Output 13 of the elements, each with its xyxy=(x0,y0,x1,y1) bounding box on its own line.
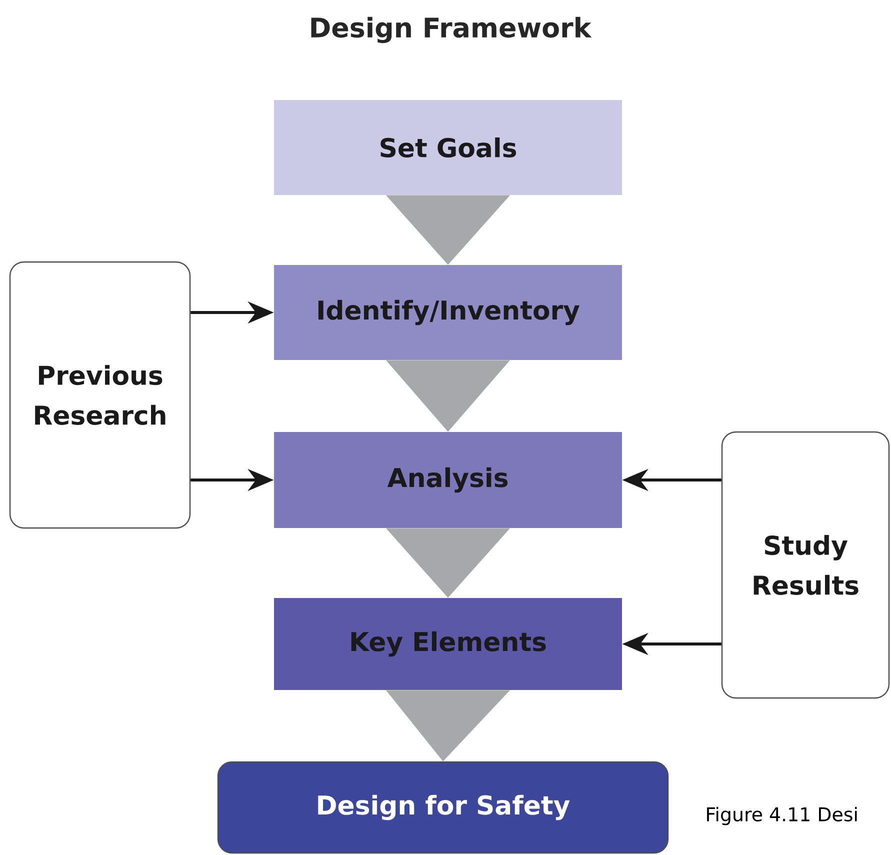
result-box: Design for Safety xyxy=(217,761,669,854)
caption: Figure 4.11 Desi xyxy=(707,806,857,826)
step-box: Key Elements xyxy=(274,598,622,690)
chevron-arrow xyxy=(386,360,510,432)
title: Design Framework xyxy=(311,16,592,44)
input-box: Previous Research xyxy=(9,261,191,529)
step-box: Set Goals xyxy=(274,100,622,195)
chevron-arrow xyxy=(386,690,510,762)
input-box: Study Results xyxy=(721,431,890,699)
step-box: Identify/Inventory xyxy=(274,265,622,360)
chevron-arrow xyxy=(386,528,510,598)
step-box: Analysis xyxy=(274,432,622,528)
chevron-arrow xyxy=(386,195,510,265)
